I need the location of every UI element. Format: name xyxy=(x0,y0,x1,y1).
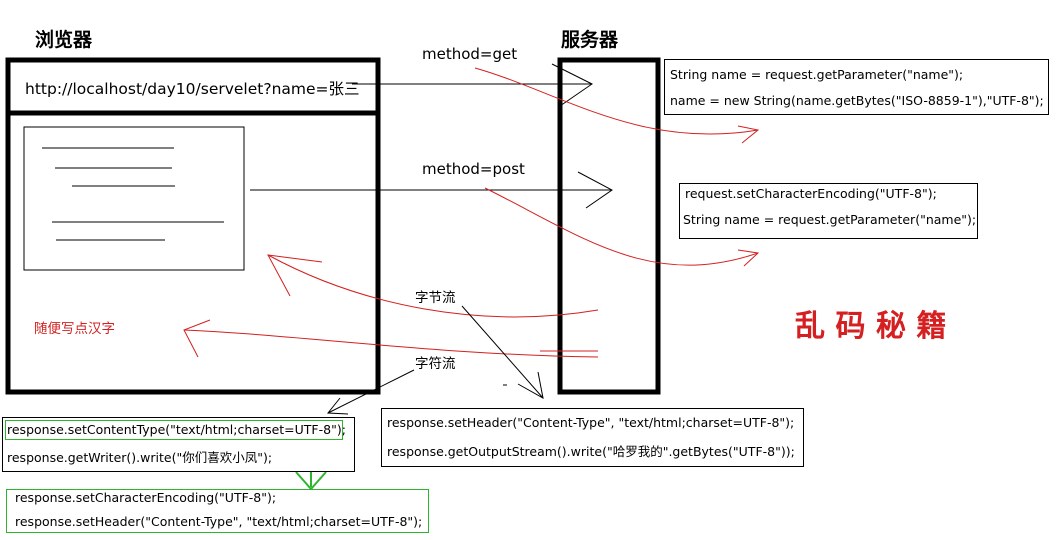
char-stream-arrow xyxy=(327,369,415,414)
browser-title: 浏览器 xyxy=(35,29,93,51)
get-red-curve xyxy=(474,67,759,135)
get-code-line-2: name = new String(name.getBytes("ISO-885… xyxy=(670,93,1044,108)
byte-stream-arrow-head xyxy=(517,371,544,399)
byte-stream-arrow xyxy=(461,305,544,399)
random-chinese-label: 随便写点汉字 xyxy=(34,321,115,337)
page-box xyxy=(23,126,245,271)
alt-code-line-1: response.setCharacterEncoding("UTF-8"); xyxy=(15,490,277,505)
server-title: 服务器 xyxy=(561,29,619,51)
stream-code-line-2: response.getOutputStream().write("哈罗我的".… xyxy=(387,444,795,459)
garbled-title: 乱 码 秘 籍 xyxy=(795,309,947,344)
server-frame xyxy=(557,57,661,395)
post-red-curve xyxy=(484,187,759,266)
stream-code-line-1: response.setHeader("Content-Type", "text… xyxy=(387,415,795,430)
alt-code-line-2: response.setHeader("Content-Type", "text… xyxy=(15,514,423,529)
content-type-highlight xyxy=(5,420,343,440)
response-red-curve-2 xyxy=(183,329,599,358)
response-red-curve-1 xyxy=(267,254,599,318)
post-label: method=post xyxy=(422,160,525,178)
post-red-arrowhead xyxy=(737,249,760,267)
writer-code-line-2: response.getWriter().write("你们喜欢小凤"); xyxy=(7,450,273,465)
writer-code-box: response.setContentType("text/html;chars… xyxy=(2,417,355,472)
get-code-box: String name = request.getParameter("name… xyxy=(664,59,1049,115)
get-code-line-1: String name = request.getParameter("name… xyxy=(670,67,964,82)
url-text: http://localhost/day10/servelet?name=张三 xyxy=(25,80,360,98)
post-code-box: request.setCharacterEncoding("UTF-8"); S… xyxy=(679,183,978,239)
char-stream-arrow-head xyxy=(326,397,349,415)
get-label: method=get xyxy=(422,45,518,63)
post-arrow-head xyxy=(577,171,613,209)
response-red-arrowhead-2 xyxy=(183,319,211,358)
writer-code-line-1: response.setContentType("text/html;chars… xyxy=(7,422,346,437)
alt-code-box: response.setCharacterEncoding("UTF-8"); … xyxy=(6,489,429,533)
get-red-arrowhead xyxy=(737,125,760,144)
char-stream-label: 字符流 xyxy=(415,356,456,372)
byte-stream-label: 字节流 xyxy=(415,290,456,306)
post-code-line-2: String name = request.getParameter("name… xyxy=(683,212,977,227)
get-arrow-head xyxy=(551,63,593,107)
post-code-line-1: request.setCharacterEncoding("UTF-8"); xyxy=(685,186,937,201)
stream-code-box: response.setHeader("Content-Type", "text… xyxy=(381,408,804,467)
browser-frame xyxy=(5,57,381,395)
response-red-arrowhead-1 xyxy=(267,254,323,297)
